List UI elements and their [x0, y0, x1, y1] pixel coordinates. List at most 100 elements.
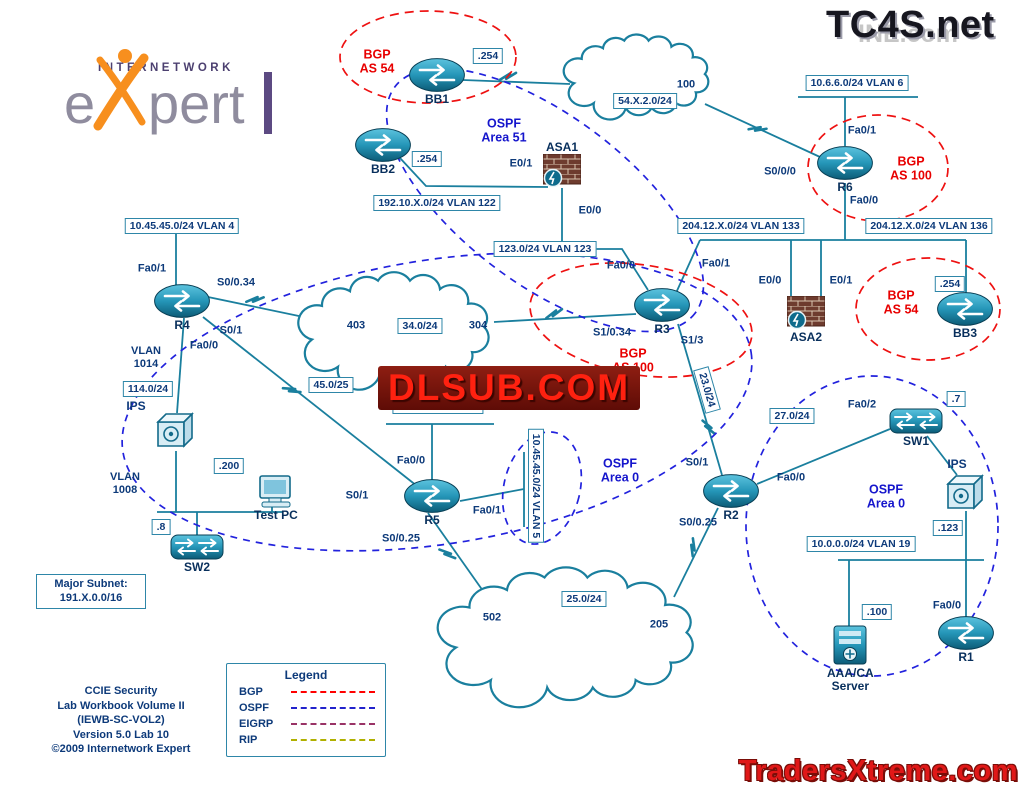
router-icon — [404, 479, 460, 513]
device-r5: R5 — [404, 479, 460, 527]
router-icon — [355, 128, 411, 162]
logo-word-start: e — [64, 72, 96, 135]
switch-icon — [170, 534, 224, 560]
router-icon — [938, 616, 994, 650]
device-label-r4: R4 — [174, 318, 190, 332]
device-label-r5: R5 — [424, 513, 440, 527]
iflabel-r6-fa0-0: Fa0/0 — [849, 194, 879, 207]
cloud-label-502: 502 — [482, 611, 502, 624]
router-icon — [817, 146, 873, 180]
legend-title: Legend — [284, 668, 328, 682]
footer-line-5: ©2009 Internetwork Expert — [51, 743, 191, 756]
label-vlan-123: 123.0/24 VLAN 123 — [493, 241, 597, 257]
router-icon — [703, 474, 759, 508]
bgp-as54-bb3-boundary — [855, 257, 1001, 361]
legend-dash-ospf — [291, 707, 375, 709]
label-vlan-122: 192.10.X.0/24 VLAN 122 — [373, 195, 501, 211]
footer-line-2: Lab Workbook Volume II — [57, 699, 185, 712]
label-net-45: 45.0/25 — [308, 377, 354, 393]
legend-dash-eigrp — [291, 723, 375, 725]
legend-dash-rip — [291, 739, 375, 741]
iflabel-r5-fa0-0: Fa0/0 — [396, 454, 426, 467]
label-vlan-4: 10.45.45.0/24 VLAN 4 — [124, 218, 240, 234]
label-bb1-ip: .254 — [472, 48, 504, 64]
ospf-area0-mid-boundary — [121, 252, 753, 552]
internetwork-expert-logo: INTERNETWORK e pert — [52, 26, 302, 135]
ips-sensor-icon — [157, 413, 193, 447]
label-vlan-5: 10.45.45.0/24 VLAN 5 — [528, 428, 544, 544]
label-vlan-133: 204.12.X.0/24 VLAN 133 — [677, 218, 805, 234]
switch-icon — [889, 408, 943, 434]
label-net-114: 114.0/24 — [122, 381, 174, 397]
device-r6: R6 — [817, 146, 873, 194]
device-label-r2: R2 — [723, 508, 739, 522]
device-label-bb2: BB2 — [370, 162, 395, 176]
device-bb3: BB3 — [937, 292, 993, 340]
label-net-27: 27.0/24 — [769, 408, 815, 424]
iflabel-r3-fa0-1: Fa0/1 — [701, 257, 731, 270]
bgp-as100-r3-boundary — [529, 262, 753, 378]
cloud-label-403: 403 — [346, 319, 366, 332]
device-r4: R4 — [154, 284, 210, 332]
iflabel-r3-s1-0-34: S1/0.34 — [593, 326, 631, 339]
firewall-icon — [787, 296, 825, 330]
iflabel-asa2-e0-0: E0/0 — [758, 274, 782, 287]
label-vlan-19: 10.0.0.0/24 VLAN 19 — [806, 536, 916, 552]
footer-line-3: (IEWB-SC-VOL2) — [77, 714, 165, 727]
label-ips-ip: .123 — [932, 520, 964, 536]
server-icon — [833, 625, 868, 665]
cloud-label-205: 205 — [649, 618, 669, 631]
device-label-aaa-line2: Server — [831, 679, 870, 694]
bgp-as54-top-boundary — [339, 10, 517, 104]
watermark-tc4s: TC4S.net — [826, 4, 995, 46]
label-net-34: 34.0/24 — [397, 318, 443, 334]
iflabel-r3-fa0-0: Fa0/0 — [606, 259, 636, 272]
label-bb2-ip: .254 — [411, 151, 443, 167]
workbook-footer: CCIE Security Lab Workbook Volume II (IE… — [18, 684, 224, 757]
device-label-aaa-line1: AAA/CA — [827, 666, 874, 680]
iflabel-asa1-e0-1: E0/1 — [509, 157, 533, 170]
ips-right-label: IPS — [947, 456, 967, 471]
iflabel-r4-fa0-1: Fa0/1 — [137, 262, 167, 275]
device-label-sw2: SW2 — [183, 560, 210, 574]
device-label-sw1: SW1 — [902, 434, 929, 448]
device-sw1: SW1 — [889, 408, 943, 448]
watermark-ine: INE.com — [858, 20, 959, 48]
watermark-tradersxtreme: TradersXtreme.com — [738, 755, 1018, 787]
iflabel-asa2-e0-1: E0/1 — [829, 274, 853, 287]
logo-bar — [264, 72, 272, 134]
iflabel-r2-s0-1: S0/1 — [685, 456, 709, 469]
label-sw2-ip: .8 — [151, 519, 171, 535]
legend-row-rip: RIP — [239, 734, 375, 746]
legend-row-ospf: OSPF — [239, 702, 375, 714]
iflabel-r4-s0-0-34: S0/0.34 — [217, 276, 255, 289]
router-icon — [937, 292, 993, 326]
iflabel-r1-fa0-0: Fa0/0 — [932, 599, 962, 612]
device-asa2: ASA2 — [787, 296, 825, 344]
iflabel-r4-fa0-0: Fa0/0 — [189, 339, 219, 352]
device-r3: R3 — [634, 288, 690, 336]
major-subnet-box: Major Subnet: 191.X.0.0/16 — [36, 574, 146, 609]
device-label-asa1: ASA1 — [545, 140, 578, 154]
label-vlan-136: 204.12.X.0/24 VLAN 136 — [865, 218, 993, 234]
frame-relay-cloud-bottom — [436, 565, 695, 709]
router-icon — [409, 58, 465, 92]
footer-line-1: CCIE Security — [84, 685, 158, 697]
iflabel-r5-s0-1: S0/1 — [345, 489, 369, 502]
label-bb3-ip: .254 — [934, 276, 966, 292]
iflabel-r5-fa0-1: Fa0/1 — [472, 504, 502, 517]
iflabel-r2-fa0-0: Fa0/0 — [776, 471, 806, 484]
device-label-bb1: BB1 — [424, 92, 449, 106]
legend-row-bgp: BGP — [239, 686, 375, 698]
label-net-25: 25.0/24 — [561, 591, 607, 607]
device-test-pc: Test PC — [254, 474, 298, 522]
iflabel-r5-s0-0-25: S0/0.25 — [382, 532, 420, 545]
device-r1: R1 — [938, 616, 994, 664]
